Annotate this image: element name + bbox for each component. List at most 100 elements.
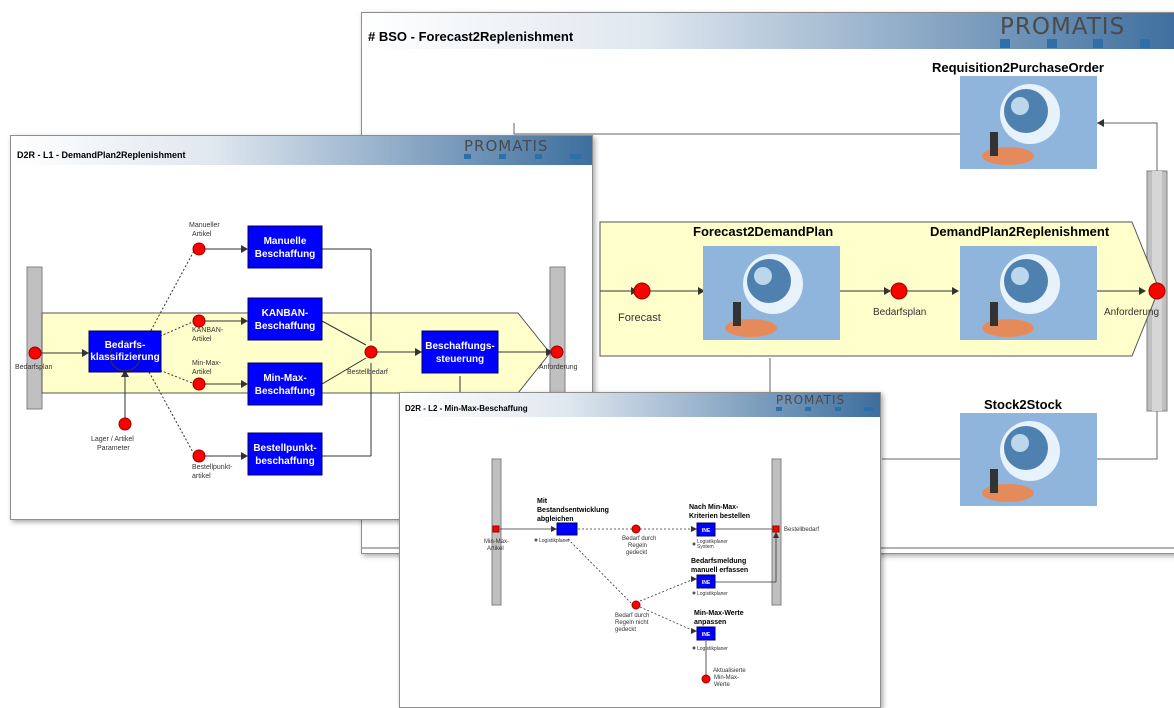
l1-canvas: Bedarfs- klassifizierung Manuelle Bescha… [15, 222, 578, 480]
event-bedarf-gedeckt [631, 524, 641, 534]
fn-label: Beschaffung [255, 249, 316, 260]
arrowhead [952, 287, 959, 295]
globe-image-req [960, 76, 1097, 169]
fn-title: Bedarfsmeldung [691, 558, 746, 565]
function-erfassen [696, 574, 716, 589]
fn-label: Beschaffungs- [425, 341, 494, 352]
anforderung-bar [549, 266, 566, 410]
globe-image-s2s [960, 413, 1097, 506]
event-anforderung [550, 345, 564, 359]
l2-window: D2R - L2 - Min-Max-Beschaffung PROMATIS [399, 392, 881, 708]
event-lager-parameter [118, 417, 132, 431]
fn-box-label: INE [702, 632, 711, 638]
event-manueller-artikel [192, 242, 206, 256]
fn-label: Bedarfs- [105, 340, 146, 351]
ev-label: Min-Max- [714, 675, 739, 681]
function-minmax-beschaffung [247, 362, 323, 406]
label-anforderung: Anforderung [1104, 307, 1159, 318]
event-anforderung [1148, 282, 1166, 300]
event-bestellbedarf [364, 345, 378, 359]
l2-canvas: INE INE INE Mit Bestandsentwicklung abgl… [484, 458, 819, 688]
ev-label: Anforderung [539, 364, 578, 371]
fn-label: Min-Max- [263, 373, 306, 384]
ev-label: Regeln nicht [615, 620, 649, 626]
fn-label: beschaffung [255, 456, 314, 467]
function-abgleichen [556, 522, 578, 536]
promatis-logo: PROMATIS [464, 138, 582, 159]
role-icon [534, 538, 538, 542]
ev-label: Regeln [628, 543, 647, 549]
function-bestellen [696, 522, 716, 537]
fn-title: Min-Max-Werte [694, 610, 744, 617]
role-label: Logistikplaner [539, 538, 570, 544]
bso-header: # BSO - Forecast2Replenishment PROMATIS [362, 13, 1174, 49]
ev-label: Bestellpunkt- [192, 464, 233, 471]
fn-box-label: INE [702, 528, 711, 534]
connector-line [1097, 122, 1158, 171]
fn-title: abgleichen [537, 516, 574, 523]
arrowhead [1097, 119, 1104, 127]
fn-label: steuerung [436, 354, 484, 365]
fn-label: KANBAN- [262, 308, 309, 319]
promatis-logo: PROMATIS [776, 394, 874, 411]
event-end-square [772, 525, 780, 533]
event-aktualisierte-werte [701, 674, 711, 684]
highlight-ring [109, 340, 141, 372]
label-bedarfsplan: Bedarfsplan [873, 307, 926, 318]
fn-title: Kriterien bestellen [689, 513, 750, 520]
title-forecast2demandplan: Forecast2DemandPlan [693, 224, 833, 239]
ev-label: Min-Max- [192, 360, 222, 367]
l1-header: D2R - L1 - DemandPlan2Replenishment PROM… [11, 136, 592, 165]
bso-title: # BSO - Forecast2Replenishment [368, 29, 574, 44]
ev-label: Artikel [192, 336, 212, 343]
ev-label: Lager / Artikel [91, 436, 134, 443]
bso-canvas: Forecast Bedarfsplan Anforderung Requisi… [362, 60, 1174, 549]
globe-image-f2d [703, 246, 840, 340]
arrowhead [1139, 287, 1146, 295]
ev-label: Artikel [487, 546, 504, 552]
arrowhead [884, 287, 891, 295]
ev-label: Bestellbedarf [347, 369, 388, 376]
bedarfsplan-bar [26, 266, 43, 410]
function-manuelle-beschaffung [247, 225, 323, 269]
fn-label: Bestellpunkt- [253, 443, 316, 454]
event-start-square [492, 525, 500, 533]
title-demandplan2replenishment: DemandPlan2Replenishment [930, 224, 1110, 239]
ev-label: Artikel [192, 231, 212, 238]
ev-label: Bedarf durch [615, 613, 649, 619]
event-forecast [633, 282, 651, 300]
title-requisition2purchaseorder: Requisition2PurchaseOrder [932, 60, 1104, 75]
promatis-logo: PROMATIS [1000, 15, 1150, 48]
fn-title: Nach Min-Max- [689, 504, 739, 511]
role-label: Logistikplaner [697, 646, 728, 652]
l2-header: D2R - L2 - Min-Max-Beschaffung PROMATIS [400, 393, 880, 417]
connector-line [513, 123, 960, 135]
arrowhead [698, 287, 705, 295]
ev-label: Bestellbedarf [784, 527, 819, 533]
role-label: Logistikplaner [697, 539, 728, 545]
ev-label: gedeckt [615, 627, 636, 633]
fn-label: klassifizierung [90, 352, 159, 363]
ev-label: Werte [714, 682, 731, 688]
ev-label: KANBAN- [192, 327, 224, 334]
fn-title: Bestandsentwicklung [537, 507, 609, 514]
ev-label: Parameter [97, 445, 130, 452]
ev-label: Min-Max- [484, 539, 509, 545]
l1-title: D2R - L1 - DemandPlan2Replenishment [17, 150, 186, 160]
l2-title: D2R - L2 - Min-Max-Beschaffung [405, 404, 528, 413]
fn-label: Manuelle [264, 236, 307, 247]
fn-box-label: INE [702, 580, 711, 586]
event-minmax-artikel [192, 377, 206, 391]
l1-window: D2R - L1 - DemandPlan2Replenishment PROM… [10, 135, 593, 520]
role-label: Logistikplaner [697, 591, 728, 597]
role-icon [692, 591, 696, 595]
fn-label: Beschaffung [255, 321, 316, 332]
ev-label: gedeckt [626, 550, 647, 556]
event-bedarfsplan [28, 346, 42, 360]
fn-title: Mit [537, 498, 548, 505]
function-kanban-beschaffung [247, 297, 323, 341]
event-bedarfsplan [890, 282, 908, 300]
ev-label: Manueller [189, 222, 220, 229]
event-bedarf-nicht-gedeckt [631, 600, 641, 610]
fn-title: manuell erfassen [691, 567, 748, 574]
